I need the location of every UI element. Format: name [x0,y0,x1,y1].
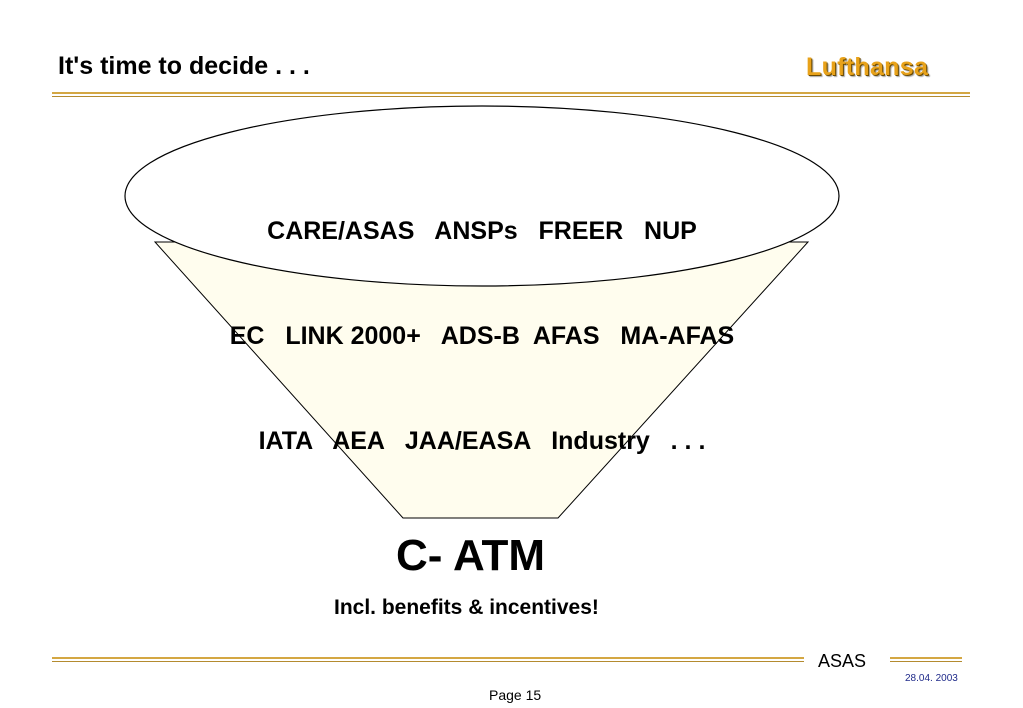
stakeholder-line: IATA AEA JAA/EASA Industry . . . [258,427,706,455]
page-number: Page 15 [489,687,542,703]
funnel-top-ellipse [124,105,840,287]
header-divider-shadow [52,96,970,97]
stakeholder-line: CARE/ASAS ANSPs FREER NUP [267,217,697,245]
stakeholder-list: CARE/ASAS ANSPs FREER NUP EC LINK 2000+ … [124,144,840,494]
stakeholder-line: EC LINK 2000+ ADS-B AFAS MA-AFAS [229,322,735,350]
footer-label: ASAS [818,651,867,671]
footer-date: 28.04. 2003 [905,673,958,684]
funnel-result: C- ATM [396,531,546,580]
footer-divider-right-shadow [890,661,962,662]
header-divider [52,92,970,94]
footer-divider [52,657,804,659]
footer-divider-shadow [52,661,804,662]
footer-divider-right [890,657,962,659]
slide-title: It's time to decide . . . [58,52,310,80]
lufthansa-logo: Lufthansa [806,53,929,81]
result-subtitle: Incl. benefits & incentives! [334,596,599,619]
